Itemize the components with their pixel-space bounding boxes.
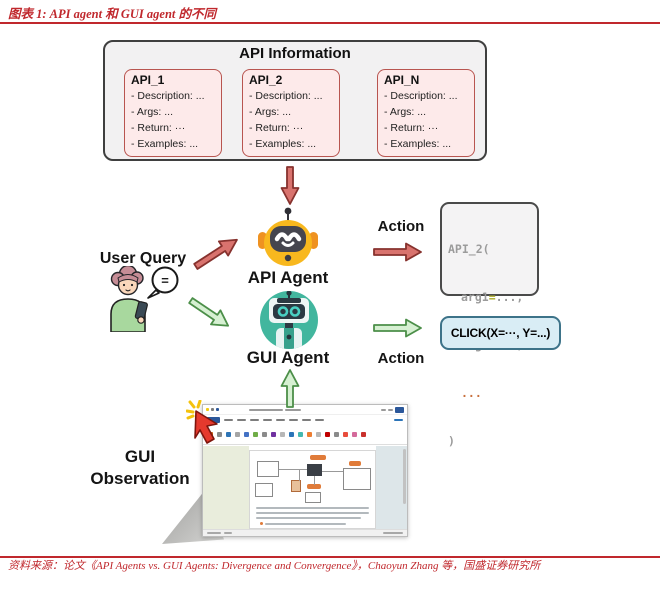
gui-observation-label: GUI Observation [90,447,190,488]
screenshot-page-figure [255,455,371,503]
arrow-gui-action-icon [373,318,422,338]
screenshot-ribbon-tabs [203,415,407,424]
api-card-field: - Examples: ... [131,138,199,150]
api-agent-robot-icon [258,207,318,266]
api-agent-label: API Agent [247,268,329,287]
api-card-field: - Return: ··· [384,122,439,134]
user-query-label: User Query [99,250,187,267]
api-card-field: - Description: ... [131,90,205,102]
api-card-name: API_2 [249,73,283,87]
api-action-label: Action [377,218,425,235]
api-card-field: - Return: ··· [131,122,186,134]
api-card-field: - Examples: ... [249,138,317,150]
api-card-field: - Return: ··· [249,122,304,134]
api-card-1: API_1 - Description: ... - Args: ... - R… [124,69,222,157]
top-divider [0,22,660,24]
api-card-2: API_2 - Description: ... - Args: ... - R… [242,69,340,157]
arrow-user-to-api-icon [193,238,238,270]
speech-bubble-icon: = [161,273,169,288]
screenshot-scrollbar [403,449,406,504]
api-card-field: - Description: ... [384,90,458,102]
api-card-field: - Args: ... [131,106,174,118]
bottom-divider [0,556,660,558]
api-card-field: - Args: ... [249,106,292,118]
api-card-field: - Examples: ... [384,138,452,150]
api-card-n: API_N - Description: ... - Args: ... - R… [377,69,475,157]
gui-agent-robot-icon [260,291,318,349]
screenshot-titlebar [203,405,407,415]
gui-observation-screenshot [202,404,408,537]
api-information-panel: API Information API_1 - Description: ...… [103,40,487,161]
arrow-api-action-icon [373,242,422,262]
screenshot-document-page [249,450,376,529]
api-call-code-box: API_2( arg1=..., arg2=..., ... ) [440,202,539,448]
source-note: 资料来源：论文《API Agents vs. GUI Agents: Diver… [8,560,541,572]
screenshot-document-area [203,446,407,529]
gui-action-label: Action [377,350,425,367]
api-card-name: API_N [384,73,420,87]
screenshot-statusbar [203,529,407,536]
arrow-observation-up-icon [280,369,300,408]
code-line: API_2( [448,242,490,256]
gui-action-code-box: CLICK(X=···, Y=...) [440,316,561,350]
screenshot-ribbon-icons [203,424,407,445]
gui-action-code: CLICK(X=···, Y=...) [450,326,551,340]
screenshot-page-text [256,507,369,528]
api-card-name: API_1 [131,73,165,87]
arrow-down-icon [280,166,300,205]
figure-title: 图表 1: API agent 和 GUI agent 的不同 [8,7,216,21]
user-icon: = [110,266,179,332]
gui-agent-label: GUI Agent [246,348,330,367]
api-card-field: - Args: ... [384,106,427,118]
api-card-field: - Description: ... [249,90,323,102]
cursor-click-icon [186,400,218,444]
api-information-title: API Information [239,45,351,62]
arrow-user-to-gui-icon [188,297,230,327]
